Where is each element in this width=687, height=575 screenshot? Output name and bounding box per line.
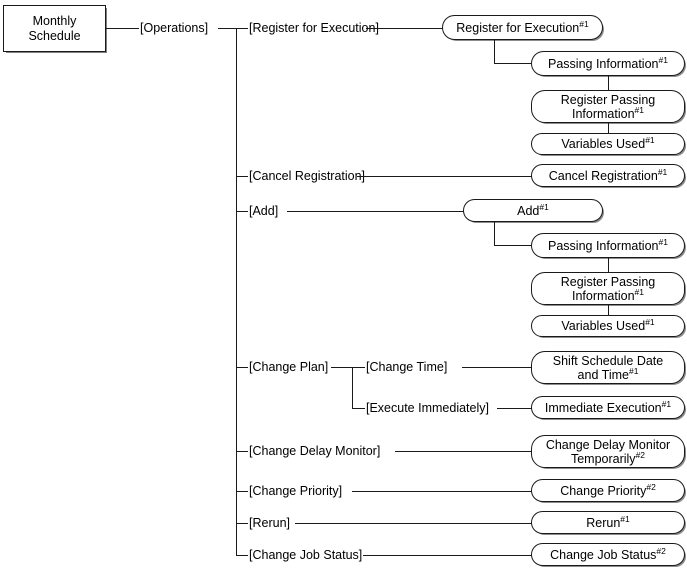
node-passing-information-1-text: Passing Information — [548, 56, 659, 71]
node-change-delay-monitor-temporarily-note: #2 — [635, 449, 646, 460]
node-shift-schedule-date-and-time-line2: and Time — [577, 367, 629, 382]
connector-trunk-to-change-priority — [236, 491, 248, 492]
node-rerun-text: Rerun — [586, 515, 621, 530]
node-cancel-registration[interactable]: Cancel Registration#1 — [531, 164, 685, 187]
connector-operations-to-trunk — [218, 28, 237, 29]
connector-change-priority-to-node — [352, 491, 533, 492]
connector-rerun-to-node — [295, 523, 533, 524]
node-immediate-execution-note: #1 — [661, 398, 672, 409]
connector-trunk-to-rerun — [236, 523, 248, 524]
node-cancel-registration-text: Cancel Registration — [548, 168, 658, 183]
connector-change-delay-monitor-to-node — [395, 451, 533, 452]
node-variables-used-2-note: #1 — [645, 316, 655, 327]
node-register-for-execution-note: #1 — [579, 18, 589, 29]
node-register-passing-information-2[interactable]: Register Passing Information#1 — [531, 272, 685, 305]
connector-trunk-to-change-job-status — [236, 555, 248, 556]
connector-register-for-execution-to-passing-information — [494, 63, 532, 64]
node-add-note: #1 — [539, 201, 549, 212]
subtrunk-change-plan — [352, 367, 353, 408]
trunk-main — [236, 28, 237, 555]
node-passing-information-2-text: Passing Information — [548, 238, 659, 253]
connector-register-for-execution-to-node — [366, 28, 443, 29]
node-shift-schedule-date-and-time-line1: Shift Schedule Date — [552, 353, 664, 368]
node-change-job-status-text: Change Job Status — [550, 547, 657, 562]
node-change-job-status[interactable]: Change Job Status#2 — [531, 543, 685, 566]
menu-item-change-job-status[interactable]: [Change Job Status] — [248, 548, 364, 562]
connector-trunk-to-change-plan — [236, 367, 248, 368]
subtrunk-add — [494, 222, 495, 245]
node-variables-used-1-note: #1 — [645, 134, 655, 145]
connector-cancel-registration-to-node — [357, 176, 533, 177]
node-passing-information-2-note: #1 — [658, 236, 668, 247]
node-register-for-execution-text: Register for Execution — [456, 20, 580, 35]
node-register-passing-information-2-line2: Information — [572, 288, 635, 303]
menu-item-cancel-registration[interactable]: [Cancel Registration] — [248, 169, 367, 183]
connector-change-plan-to-subtrunk — [331, 367, 353, 368]
node-rerun-note: #1 — [620, 513, 630, 524]
node-change-job-status-note: #2 — [656, 545, 666, 556]
node-shift-schedule-date-and-time-note: #1 — [628, 365, 639, 376]
connector-subtrunk-to-change-time — [352, 367, 365, 368]
node-change-delay-monitor-temporarily-line2: Temporarily — [570, 451, 636, 466]
node-register-passing-information-1-note: #1 — [634, 104, 644, 115]
menu-item-rerun[interactable]: [Rerun] — [248, 516, 291, 530]
node-register-passing-information-1-line2: Information — [572, 106, 635, 121]
node-passing-information-1[interactable]: Passing Information#1 — [531, 51, 685, 76]
node-monthly-schedule-line2: Schedule — [28, 28, 81, 43]
node-change-priority-text: Change Priority — [560, 483, 647, 498]
node-variables-used-2-text: Variables Used — [561, 319, 646, 333]
node-variables-used-1[interactable]: Variables Used#1 — [531, 133, 685, 155]
connector-add-to-node — [287, 211, 465, 212]
node-shift-schedule-date-and-time[interactable]: Shift Schedule Date and Time#1 — [531, 351, 685, 384]
node-add[interactable]: Add#1 — [463, 199, 603, 222]
connector-subtrunk-to-execute-immediately — [352, 408, 365, 409]
node-change-priority-note: #2 — [646, 481, 656, 492]
node-register-for-execution[interactable]: Register for Execution#1 — [442, 15, 603, 40]
node-variables-used-1-text: Variables Used — [561, 137, 646, 151]
menu-item-execute-immediately[interactable]: [Execute Immediately] — [365, 401, 490, 415]
menu-item-add[interactable]: [Add] — [248, 204, 280, 218]
connector-trunk-to-register-for-execution — [236, 28, 248, 29]
node-immediate-execution-text: Immediate Execution — [544, 400, 662, 415]
node-passing-information-1-note: #1 — [658, 54, 668, 65]
connector-register-passing-2-to-variables-used-2 — [608, 305, 609, 316]
connector-change-time-to-node — [462, 367, 533, 368]
node-register-passing-information-1[interactable]: Register Passing Information#1 — [531, 90, 685, 123]
node-monthly-schedule-line1: Monthly — [32, 13, 77, 28]
menu-item-change-plan[interactable]: [Change Plan] — [248, 360, 330, 374]
connector-change-job-status-to-node — [363, 555, 533, 556]
connector-passing-information-2-to-register-passing-2 — [608, 258, 609, 272]
menu-item-change-time[interactable]: [Change Time] — [365, 360, 449, 374]
node-change-delay-monitor-temporarily-line1: Change Delay Monitor — [545, 437, 671, 452]
node-register-passing-information-2-line1: Register Passing — [560, 274, 656, 289]
menu-item-operations[interactable]: [Operations] — [139, 21, 210, 35]
connector-register-passing-1-to-variables-used-1 — [608, 123, 609, 134]
node-variables-used-2[interactable]: Variables Used#1 — [531, 315, 685, 337]
node-register-passing-information-2-note: #1 — [634, 286, 644, 297]
connector-add-to-passing-information-2 — [494, 245, 532, 246]
menu-item-change-delay-monitor[interactable]: [Change Delay Monitor] — [248, 444, 382, 458]
connector-trunk-to-cancel-registration — [236, 176, 248, 177]
connector-trunk-to-change-delay-monitor — [236, 451, 248, 452]
connector-root-to-operations — [106, 28, 139, 29]
node-change-priority[interactable]: Change Priority#2 — [531, 479, 685, 502]
node-change-delay-monitor-temporarily[interactable]: Change Delay Monitor Temporarily#2 — [531, 435, 685, 468]
node-rerun[interactable]: Rerun#1 — [531, 511, 685, 534]
node-add-text: Add — [517, 203, 540, 218]
menu-item-register-for-execution[interactable]: [Register for Execution] — [248, 21, 380, 35]
connector-execute-immediately-to-node — [497, 408, 533, 409]
node-monthly-schedule[interactable]: Monthly Schedule — [3, 5, 106, 52]
node-register-passing-information-1-line1: Register Passing — [560, 92, 656, 107]
node-cancel-registration-note: #1 — [657, 166, 668, 177]
connector-passing-information-1-to-register-passing-1 — [608, 76, 609, 90]
subtrunk-register-for-execution — [494, 40, 495, 63]
connector-trunk-to-add — [236, 211, 248, 212]
node-immediate-execution[interactable]: Immediate Execution#1 — [531, 396, 685, 419]
menu-item-change-priority[interactable]: [Change Priority] — [248, 484, 344, 498]
node-passing-information-2[interactable]: Passing Information#1 — [531, 233, 685, 258]
